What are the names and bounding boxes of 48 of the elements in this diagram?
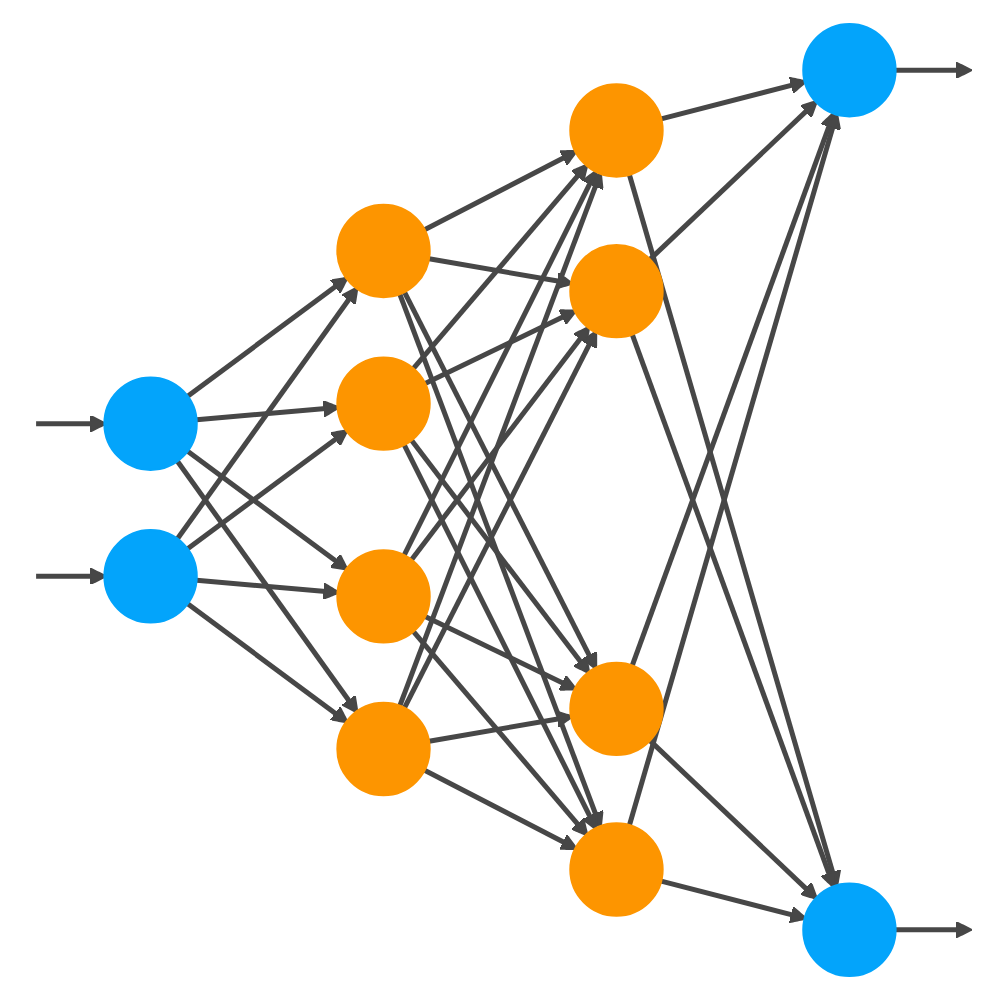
arrow	[186, 449, 349, 571]
arrow	[175, 286, 359, 541]
arrow	[401, 443, 598, 831]
node-circle	[802, 23, 897, 118]
arrow	[196, 577, 341, 601]
arrow	[629, 110, 838, 667]
arrow	[401, 169, 598, 557]
arrow	[402, 291, 598, 671]
arrow	[627, 111, 842, 826]
node-circle	[569, 661, 664, 757]
arrow	[186, 276, 349, 399]
arrow	[424, 614, 578, 691]
node-circle	[802, 882, 897, 977]
arrow	[411, 163, 589, 371]
node-circle	[103, 376, 198, 471]
arrow	[36, 567, 108, 586]
arrow	[428, 710, 574, 744]
arrow	[423, 149, 579, 232]
node-circle	[336, 701, 431, 797]
node-circle	[336, 356, 431, 451]
arrow	[409, 325, 591, 562]
arrow	[409, 438, 591, 675]
arrow	[629, 333, 838, 890]
arrow	[660, 76, 808, 122]
arrow	[648, 738, 819, 901]
arrow	[423, 768, 579, 851]
arrow	[36, 414, 108, 433]
arrow	[175, 459, 359, 714]
node-circle	[336, 203, 431, 299]
arrow	[411, 629, 589, 837]
arrow	[196, 399, 341, 423]
arrow	[428, 256, 574, 290]
arrow	[660, 878, 808, 924]
arrow	[186, 601, 349, 724]
arrow	[397, 171, 604, 707]
arrow	[186, 429, 349, 551]
arrow	[424, 309, 578, 386]
arrow	[895, 61, 973, 80]
arrow	[648, 99, 819, 262]
arrow	[397, 293, 604, 829]
arrow	[895, 920, 973, 939]
node-circle	[336, 549, 431, 644]
node-circle	[103, 529, 198, 624]
arrow	[402, 329, 598, 709]
node-circle	[569, 822, 664, 917]
node-circle	[569, 243, 664, 339]
arrow	[627, 174, 842, 889]
node-circle	[569, 83, 664, 178]
